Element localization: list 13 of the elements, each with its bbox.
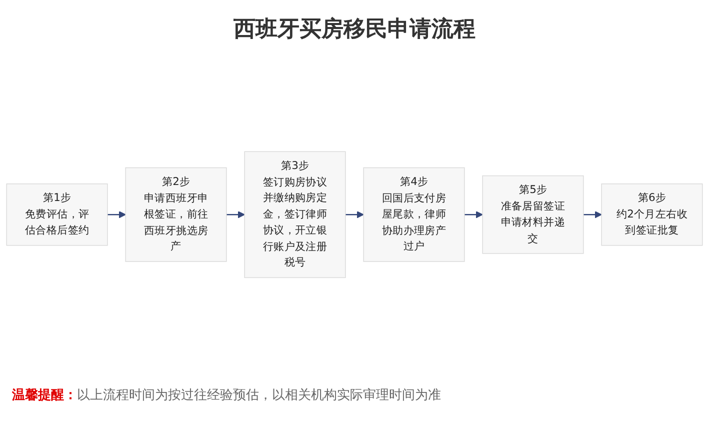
node-box: 第5步 准备居留签证申请材料并递交	[482, 176, 584, 254]
node-box: 第2步 申请西班牙申根签证，前往西班牙挑选房产	[125, 168, 227, 262]
arrow	[107, 211, 126, 219]
node-box: 第1步 免费评估，评估合格后签约	[6, 184, 108, 246]
title: 西班牙买房移民申请流程	[232, 16, 476, 44]
node-box: 第6步 约2个月左右收到签证批复	[601, 184, 703, 246]
arrow	[464, 211, 483, 219]
node-box: 第4步 回国后支付房屋尾款，律师协助办理房产过户	[363, 168, 465, 262]
note: 温馨提醒：以上流程时间为按过往经验预估，以相关机构实际审理时间为准	[12, 387, 442, 404]
arrow	[226, 211, 245, 219]
node-box: 第3步 签订购房协议并缴纳购房定金，签订律师协议，开立银行账户及注册税号	[244, 152, 346, 278]
arrow	[345, 211, 364, 219]
arrow	[583, 211, 602, 219]
